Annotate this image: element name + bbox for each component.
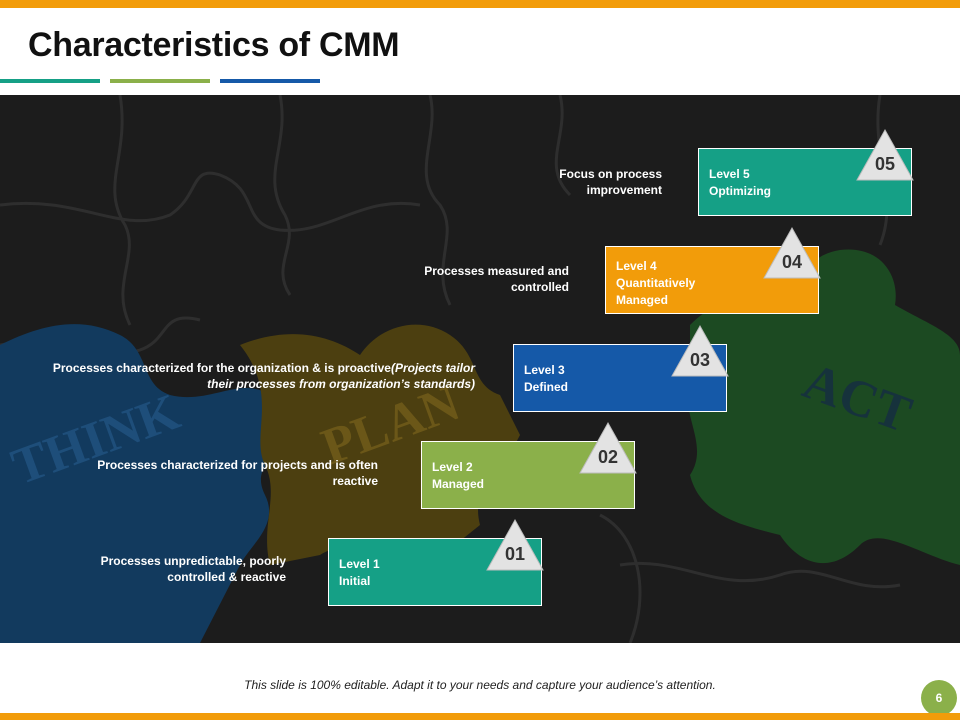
think-puzzle-piece (0, 324, 300, 643)
puzzle-illustration: THINK PLAN ACT (0, 95, 960, 643)
level-4-number-badge: 04 (762, 226, 822, 280)
title-underline-teal (0, 79, 100, 83)
level-2-description: Processes characterized for projects and… (97, 458, 378, 488)
level-3-name: Level 3 (524, 363, 565, 377)
level-4-subtitle: Quantitatively Managed (616, 276, 696, 307)
level-5-description: Focus on process improvement (559, 167, 662, 197)
level-3-number-badge: 03 (670, 324, 730, 378)
level-3-description-italic: (Projects tailor their processes from or… (207, 361, 475, 391)
level-1-number-badge: 01 (485, 518, 545, 572)
level-1-name: Level 1 (339, 557, 380, 571)
top-accent-bar (0, 0, 960, 8)
level-1-description: Processes unpredictable, poorly controll… (100, 554, 286, 584)
level-1-number: 01 (504, 544, 526, 564)
title-underline-blue (220, 79, 320, 83)
act-puzzle-piece (687, 249, 960, 565)
level-2-number: 02 (597, 447, 619, 467)
page-number-badge: 6 (921, 680, 957, 716)
level-4-number: 04 (781, 252, 803, 272)
level-2-subtitle: Managed (432, 477, 485, 491)
level-4-description: Processes measured and controlled (424, 264, 569, 294)
level-5-number: 05 (874, 154, 896, 174)
level-2-name: Level 2 (432, 460, 473, 474)
level-3-description: Processes characterized for the organiza… (35, 360, 475, 392)
footer-note: This slide is 100% editable. Adapt it to… (244, 678, 716, 692)
level-3-subtitle: Defined (524, 380, 569, 394)
slide-title: Characteristics of CMM (28, 26, 400, 64)
level-5-subtitle: Optimizing (709, 184, 771, 198)
level-3-number: 03 (689, 350, 711, 370)
level-2-number-badge: 02 (578, 421, 638, 475)
level-3-description-text: Processes characterized for the organiza… (52, 361, 391, 375)
level-4-name: Level 4 (616, 259, 657, 273)
level-1-subtitle: Initial (339, 574, 371, 588)
level-5-name: Level 5 (709, 167, 750, 181)
title-underline-green (110, 79, 210, 83)
bottom-accent-bar (0, 713, 960, 720)
level-5-number-badge: 05 (855, 128, 915, 182)
level-1-box: Level 1 Initial (328, 538, 542, 606)
